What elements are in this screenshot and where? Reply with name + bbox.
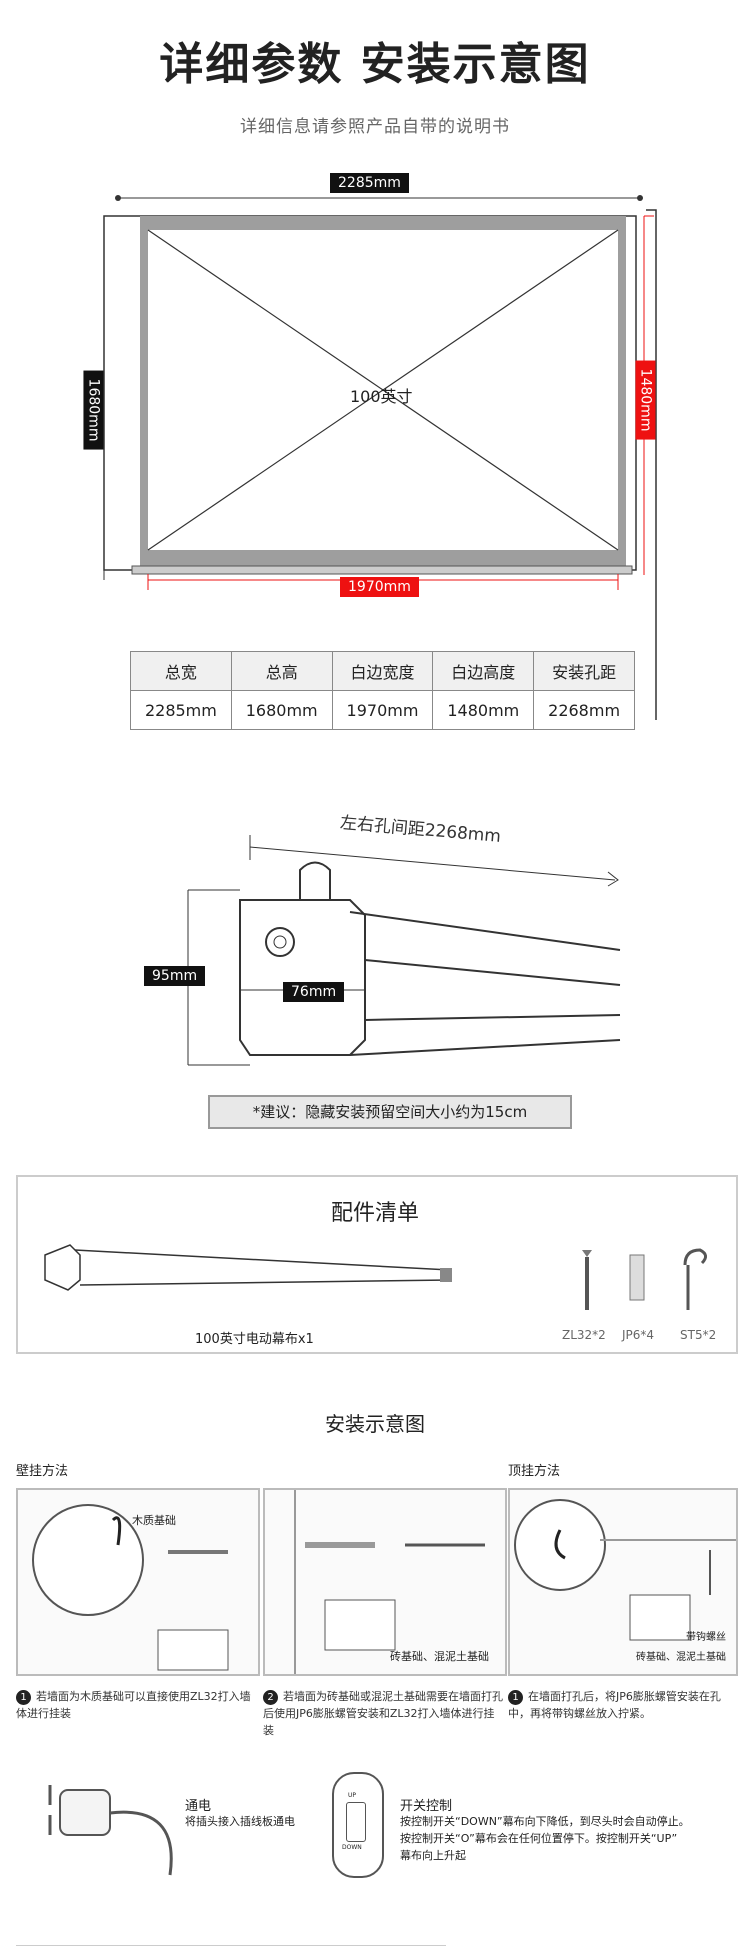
switch-up-label: UP (348, 1792, 357, 1799)
power-desc: 将插头接入插线板通电 (185, 1815, 295, 1828)
ceiling-base-label: 砖基础、混泥土基础 (636, 1652, 726, 1663)
accessory-item-label: ST5*2 (680, 1328, 717, 1342)
spec-value: 1480mm (432, 690, 535, 730)
wall-switch: UP DOWN (332, 1772, 384, 1878)
accessory-item-label: ZL32*2 (562, 1328, 606, 1342)
housing-diagram (187, 835, 621, 1066)
install-step-text: 若墙面为木质基础可以直接使用ZL32打入墙体进行挂装 (16, 1690, 251, 1720)
power-title: 通电 (185, 1799, 212, 1814)
accessories-box (16, 1175, 738, 1354)
switch-title: 开关控制 (400, 1799, 453, 1814)
install-title: 安装示意图 (325, 1412, 425, 1436)
switch-desc-line: 幕布向上升起 (400, 1849, 466, 1862)
screen-diagram (103, 195, 657, 720)
switch-desc-line: 按控制开关“O”幕布会在任何位置停下。按控制开关“UP” (400, 1832, 678, 1845)
spec-header-row: 总宽 总高 白边宽度 白边高度 安装孔距 (130, 651, 635, 691)
install-panel-brick (263, 1488, 507, 1676)
switch-down-label: DOWN (342, 1844, 362, 1851)
switch-desc-line: 按控制开关“DOWN”幕布向下降低，到尽头时会自动停止。 (400, 1815, 690, 1828)
plug-icon (48, 1785, 173, 1876)
accessories-title: 配件清单 (330, 1201, 419, 1226)
spec-value: 1680mm (230, 690, 333, 730)
wall-mount-label: 壁挂方法 (16, 1464, 69, 1479)
page-subtitle: 详细信息请参照产品自带的说明书 (240, 117, 510, 137)
housing-height-label: 95mm (144, 966, 206, 986)
spec-header: 白边宽度 (331, 651, 434, 691)
install-step-text: 若墙面为砖基础或混泥土基础需要在墙面打孔后使用JP6膨胀螺管安装和ZL32打入墙… (263, 1690, 503, 1737)
footer-divider (16, 1945, 446, 1946)
spec-header: 总宽 (130, 651, 232, 691)
spec-value: 1970mm (331, 690, 434, 730)
spec-table: 总宽 总高 白边宽度 白边高度 安装孔距 2285mm 1680mm 1970m… (130, 651, 635, 730)
installation-note: *建议：隐藏安装预留空间大小约为15cm (208, 1095, 572, 1129)
step-badge: 2 (263, 1689, 278, 1705)
housing-width-label: 76mm (283, 982, 345, 1002)
screen-size-label: 100英寸 (350, 387, 413, 406)
hook-screw-label: 带钩螺丝 (686, 1632, 726, 1643)
main-accessory-label: 100英寸电动幕布x1 (195, 1332, 314, 1347)
install-panel-ceiling (508, 1488, 738, 1676)
hardware-icons (582, 1248, 707, 1310)
spec-value-row: 2285mm 1680mm 1970mm 1480mm 2268mm (130, 690, 635, 730)
screen-width-label: 1970mm (340, 577, 419, 597)
page-title: 详细参数 安装示意图 (159, 39, 591, 90)
install-panel-wood (16, 1488, 260, 1676)
step-badge: 1 (508, 1689, 523, 1705)
total-width-label: 2285mm (330, 173, 409, 193)
step-badge: 1 (16, 1689, 31, 1705)
spec-header: 总高 (230, 651, 333, 691)
spec-header: 白边高度 (432, 651, 535, 691)
wood-mount-illustration (32, 1504, 229, 1671)
ceiling-mount-illustration (514, 1499, 736, 1641)
spec-value: 2285mm (130, 690, 232, 730)
wood-base-label: 木质基础 (132, 1514, 176, 1527)
install-step-text: 在墙面打孔后，将JP6膨胀螺管安装在孔中，再将带钩螺丝放入拧紧。 (508, 1690, 721, 1720)
total-height-label: 1680mm (83, 370, 104, 450)
brick-base-label: 砖基础、混泥土基础 (390, 1650, 489, 1663)
spec-value: 2268mm (533, 690, 635, 730)
screen-tube-image (44, 1244, 452, 1291)
brick-mount-illustration (294, 1490, 485, 1674)
accessory-item-label: JP6*4 (622, 1328, 655, 1342)
spec-header: 安装孔距 (533, 651, 635, 691)
screen-height-label: 1480mm (635, 360, 656, 440)
switch-rocker (346, 1802, 366, 1842)
ceiling-mount-label: 顶挂方法 (508, 1464, 561, 1479)
